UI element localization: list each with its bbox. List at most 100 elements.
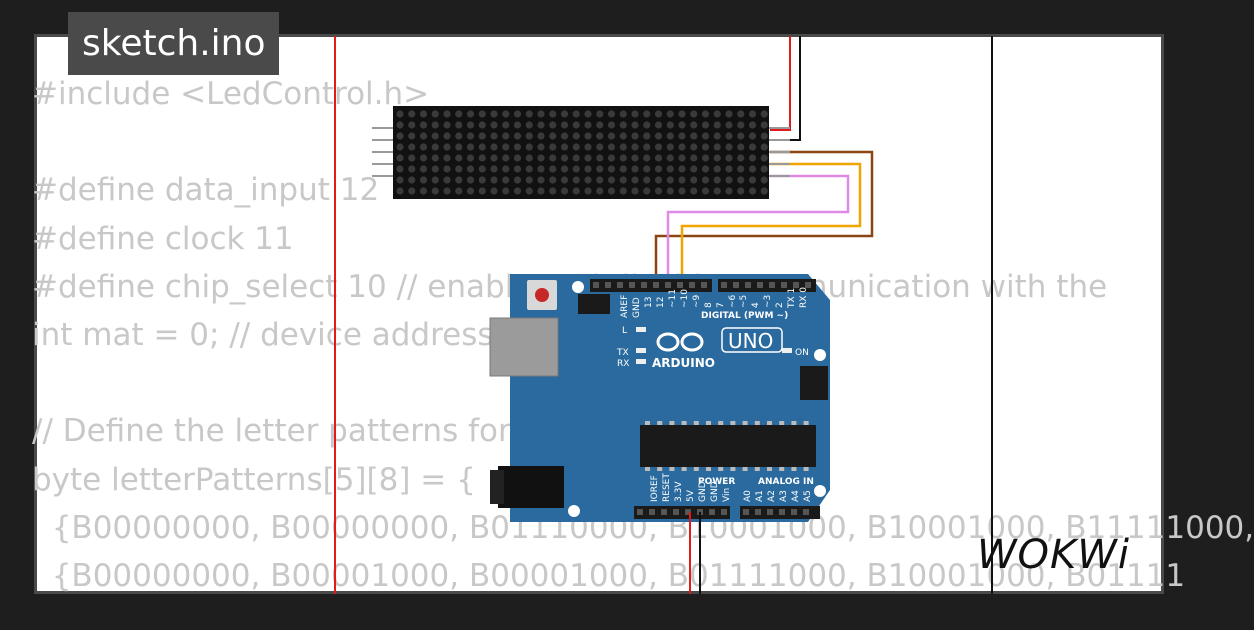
pin-label-digital: 13 bbox=[644, 297, 654, 308]
chip-leg bbox=[767, 421, 772, 425]
matrix-led bbox=[478, 110, 486, 118]
wokwi-logo: WOKWi bbox=[975, 528, 1155, 582]
matrix-led bbox=[408, 110, 416, 118]
chip-leg bbox=[669, 467, 675, 471]
pin-label-power: GND bbox=[698, 481, 708, 502]
matrix-led bbox=[678, 176, 686, 184]
matrix-led bbox=[455, 132, 463, 140]
matrix-led bbox=[607, 121, 616, 129]
matrix-led bbox=[513, 165, 522, 173]
code-line: // Define the letter patterns for bbox=[32, 413, 511, 450]
matrix-led bbox=[490, 110, 498, 118]
matrix-led bbox=[396, 176, 404, 184]
matrix-led bbox=[678, 187, 686, 195]
matrix-led bbox=[760, 143, 768, 151]
matrix-led bbox=[419, 165, 428, 173]
pin-label-power: 5V bbox=[686, 489, 696, 502]
matrix-led bbox=[572, 154, 580, 162]
header-pin bbox=[743, 509, 749, 515]
header-pin bbox=[665, 282, 671, 288]
matrix-led bbox=[490, 132, 498, 140]
matrix-led bbox=[513, 176, 522, 184]
matrix-led bbox=[678, 143, 686, 151]
chip-leg bbox=[645, 467, 650, 471]
matrix-led bbox=[502, 176, 510, 184]
matrix-led bbox=[408, 165, 416, 173]
l-led-label: L bbox=[622, 326, 627, 336]
matrix-led bbox=[760, 132, 768, 140]
matrix-led bbox=[431, 176, 439, 184]
matrix-led bbox=[690, 187, 698, 195]
matrix-led bbox=[549, 187, 557, 195]
chip-leg bbox=[693, 467, 699, 471]
matrix-led bbox=[607, 110, 616, 118]
pin-label-gnd: GND bbox=[632, 297, 642, 318]
matrix-led bbox=[725, 110, 733, 118]
matrix-led bbox=[701, 165, 710, 173]
matrix-led bbox=[560, 110, 569, 118]
pin-label-analog: A4 bbox=[791, 490, 801, 502]
matrix-led bbox=[748, 110, 757, 118]
matrix-led bbox=[701, 176, 710, 184]
pin-label-digital: TX 1 bbox=[787, 288, 797, 309]
matrix-led bbox=[701, 110, 710, 118]
matrix-led bbox=[631, 121, 639, 129]
matrix-led bbox=[396, 121, 404, 129]
matrix-leds bbox=[396, 110, 768, 195]
wire-cs bbox=[680, 162, 862, 286]
matrix-led bbox=[690, 165, 698, 173]
matrix-led bbox=[619, 121, 627, 129]
header-pin bbox=[673, 509, 679, 515]
matrix-led bbox=[572, 132, 580, 140]
matrix-led bbox=[396, 110, 404, 118]
pin-label-power: RESET bbox=[662, 473, 672, 502]
header-pin bbox=[769, 282, 775, 288]
matrix-led bbox=[572, 110, 580, 118]
pin-label-digital: 8 bbox=[704, 302, 714, 308]
matrix-led bbox=[584, 143, 592, 151]
pin-label-power: Vin bbox=[722, 488, 732, 502]
matrix-led bbox=[419, 110, 428, 118]
matrix-led bbox=[666, 176, 674, 184]
header-pin bbox=[641, 282, 647, 288]
matrix-led bbox=[631, 143, 639, 151]
matrix-led bbox=[596, 154, 604, 162]
pin-label-analog: A3 bbox=[779, 490, 789, 502]
matrix-led bbox=[584, 154, 592, 162]
matrix-led bbox=[666, 187, 674, 195]
matrix-led bbox=[525, 132, 533, 140]
matrix-led bbox=[643, 165, 651, 173]
matrix-led bbox=[537, 143, 545, 151]
matrix-led bbox=[431, 165, 439, 173]
matrix-led bbox=[419, 121, 428, 129]
matrix-led bbox=[466, 154, 475, 162]
matrix-led bbox=[584, 132, 592, 140]
chip-leg bbox=[669, 421, 675, 425]
matrix-led bbox=[455, 110, 463, 118]
matrix-led bbox=[760, 187, 768, 195]
matrix-led bbox=[619, 165, 627, 173]
led-matrix bbox=[372, 106, 790, 199]
matrix-led bbox=[431, 143, 439, 151]
chip-leg bbox=[730, 467, 736, 471]
matrix-led bbox=[725, 165, 733, 173]
matrix-led bbox=[513, 110, 522, 118]
file-tab[interactable]: sketch.ino bbox=[68, 12, 280, 75]
header-pin bbox=[793, 282, 799, 288]
matrix-led bbox=[572, 176, 580, 184]
matrix-led bbox=[643, 187, 651, 195]
matrix-led bbox=[678, 165, 686, 173]
matrix-led bbox=[408, 143, 416, 151]
matrix-led bbox=[513, 121, 522, 129]
pin-label-digital: RX 0 bbox=[799, 287, 809, 308]
matrix-led bbox=[701, 154, 710, 162]
matrix-led bbox=[408, 132, 416, 140]
matrix-led bbox=[525, 110, 533, 118]
matrix-led bbox=[560, 176, 569, 184]
matrix-led bbox=[490, 143, 498, 151]
matrix-led bbox=[737, 187, 745, 195]
matrix-led bbox=[607, 132, 616, 140]
matrix-led bbox=[631, 165, 639, 173]
matrix-led bbox=[490, 165, 498, 173]
matrix-led bbox=[478, 154, 486, 162]
